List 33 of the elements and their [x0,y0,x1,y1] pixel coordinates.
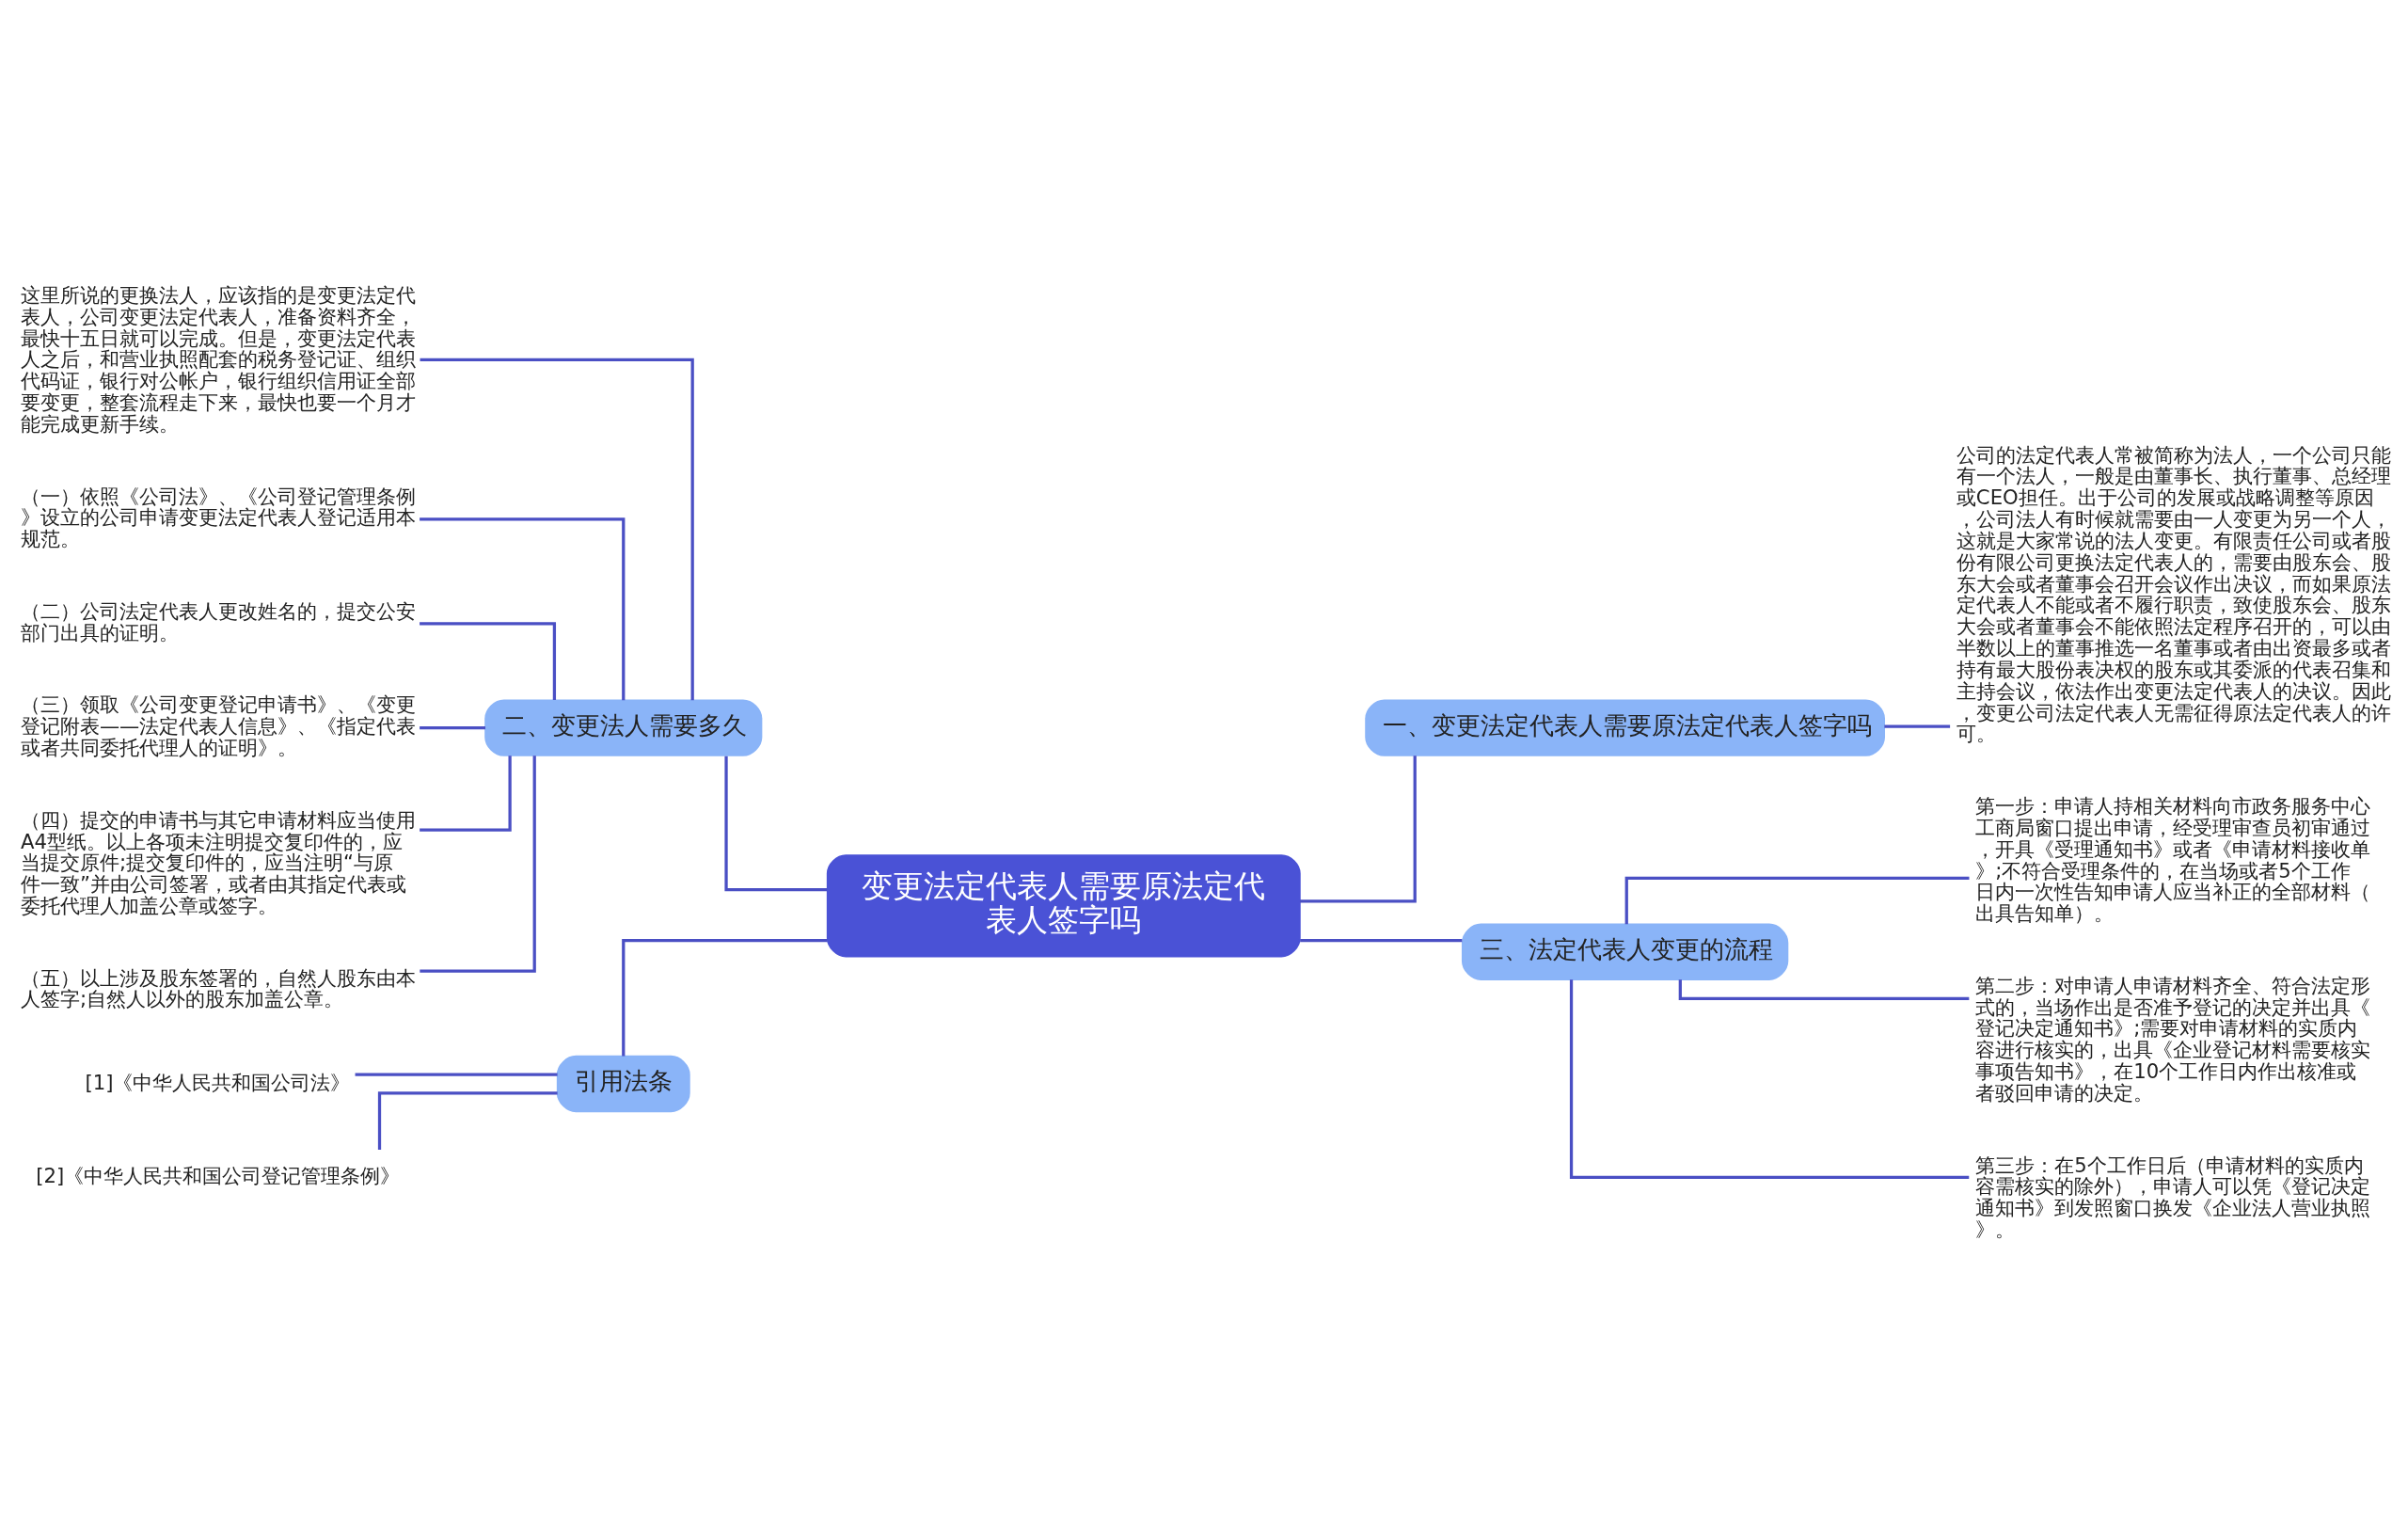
node-text: （二）公司法定代表人更改姓名的，提交公安部门出具的证明。 [20,598,416,644]
node-box: 变更法定代表人需要原法定代表人签字吗 [826,853,1301,957]
connector [420,517,626,700]
node-box: 二、变更法人需要多久 [484,699,763,756]
node-text: 公司的法定代表人常被简称为法人，一个公司只能有一个法人，一般是由董事长、执行董事、总经理或CEO担任。出于公司的发展或战略调整等原因，公司法人有时候就需要由一人变更为另一个人，这就是大家常说的法人变更。有限责任公司或者股份有限公司更换法定代表人的，需要由股东会、股东大会或者董事会召开会议作出决议，而如果原法定代表人不能或者不履行职责，致使股东会、股东大会或者董事会不能依照法定程序召开的，可以由半数以上的董事推选一名董事或者由出资最多或者持有最大股份表决权的股东或其委派的代表召集和主持会议，依法作出变更法定代表人的决议。因此，变更公司法定代表人无需征得原法定代表人的许可。 [1956,442,2391,745]
connector [1299,755,1417,903]
connector [420,725,485,729]
connector [1624,876,1970,924]
connector [420,755,536,973]
node-box: 引用法条 [556,1055,690,1112]
connector [1569,978,1970,1179]
connector [622,938,828,1057]
connector [1300,938,1463,942]
node-text: 第三步：在5个工作日后（申请材料的实质内容需核实的除外），申请人可以凭《登记决定通知书》到发照窗口换发《企业法人营业执照》。 [1975,1153,2371,1241]
connector [1884,724,1951,728]
connector [1678,978,1970,1000]
connector [724,756,828,891]
node-text: [2]《中华人民共和国公司登记管理条例》 [36,1163,401,1187]
node-text: （三）领取《公司变更登记申请书》、《变更登记附表——法定代表人信息》、《指定代表或者共同委托代理人的证明》。 [20,692,417,759]
connector [377,1090,558,1150]
node-text: 第一步：申请人持相关材料向市政务服务中心工商局窗口提出申请，经受理审查员初审通过，开具《受理通知书》或者《申请材料接收单》;不符合受理条件的，在当场或者5个工作日内一次性告知申请人应当补正的全部材料（出具告知单）。 [1975,793,2371,925]
node-text: （五）以上涉及股东签署的，自然人股东由本人签字;自然人以外的股东加盖公章。 [20,965,416,1010]
node-text: 这里所说的更换法人，应该指的是变更法定代表人，公司变更法定代表人，准备资料齐全，最快十五日就可以完成。但是，变更法定代表人之后，和营业执照配套的税务登记证、组织代码证，银行对公帐户，银行组织信用证全部要变更，整套流程走下来，最快也要一个月才能完成更新手续。 [20,282,416,436]
connector [420,755,512,832]
node-text: 第二步：对申请人申请材料齐全、符合法定形式的，当场作出是否准予登记的决定并出具《登记决定通知书》;需要对申请材料的实质内容进行核实的，出具《企业登记材料需要核实事项告知书》，在10个工作日内作出核准或者驳回申请的决定。 [1975,973,2371,1105]
node-text: [1]《中华人民共和国公司法》 [85,1070,351,1094]
node-text: （一）依照《公司法》、《公司登记管理条例》设立的公司申请变更法定代表人登记适用本规范。 [20,484,416,550]
connector [420,621,557,700]
node-box: 三、法定代表人变更的流程 [1461,923,1789,980]
node-box: 一、变更法定代表人需要原法定代表人签字吗 [1365,699,1885,756]
connector [420,358,694,700]
node-text: （四）提交的申请书与其它申请材料应当使用A4型纸。以上各项未注明提交复印件的，应当提交原件;提交复印件的，应当注明“与原件一致”并由公司签署，或者由其指定代表或委托代理人加盖公章或签字。 [20,807,416,917]
connector [355,1073,558,1076]
